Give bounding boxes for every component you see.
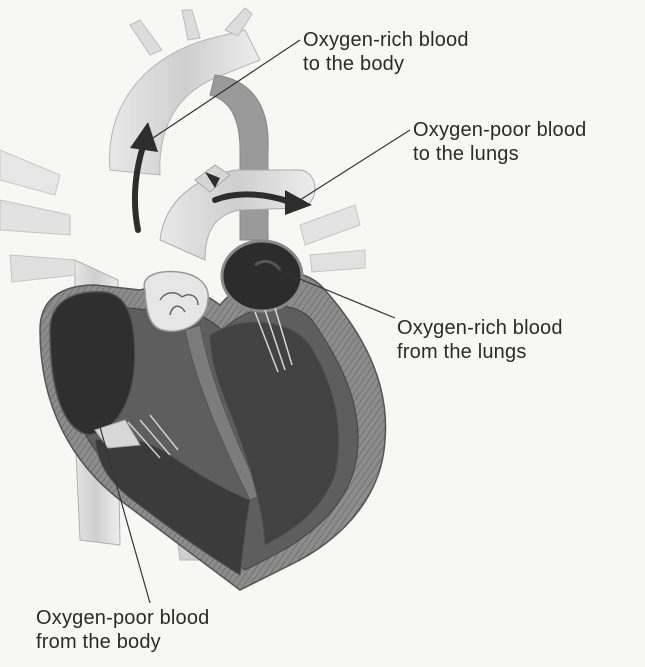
label-oxygen-poor-from-body: Oxygen-poor blood from the body [36,606,210,654]
label-line: to the body [303,52,469,76]
leader-poor-to-lungs [300,130,410,200]
label-oxygen-poor-to-lungs: Oxygen-poor blood to the lungs [413,118,587,166]
label-line: from the body [36,630,210,654]
label-line: from the lungs [397,340,563,364]
label-line: Oxygen-poor blood [413,118,587,142]
label-line: Oxygen-rich blood [397,316,563,340]
label-line: to the lungs [413,142,587,166]
label-oxygen-rich-from-lungs: Oxygen-rich blood from the lungs [397,316,563,364]
label-oxygen-rich-to-body: Oxygen-rich blood to the body [303,28,469,76]
label-line: Oxygen-rich blood [303,28,469,52]
label-line: Oxygen-poor blood [36,606,210,630]
